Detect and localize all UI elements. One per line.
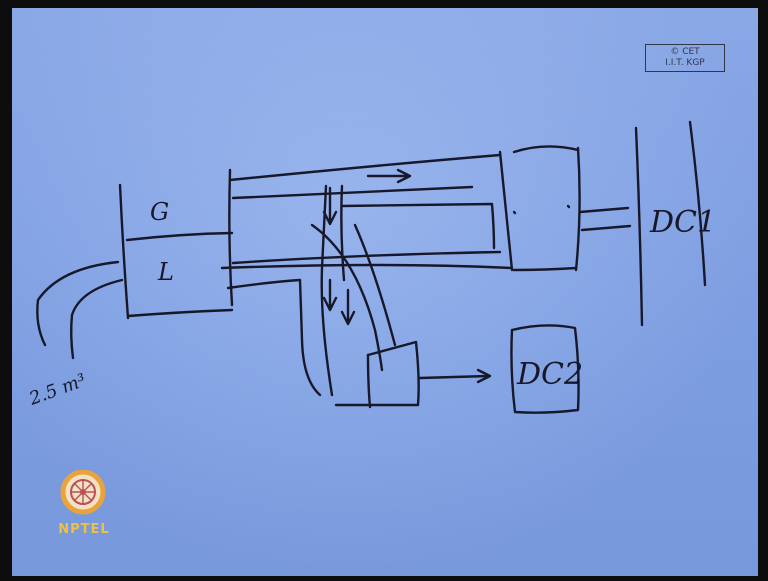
dc1-right-wall xyxy=(690,122,705,285)
flow-rate-label: 2.5 m³ xyxy=(26,370,89,410)
dc1-link-upper xyxy=(580,208,628,212)
dc2-feed-left xyxy=(368,355,370,407)
duct-upper xyxy=(342,204,494,248)
nptel-wheel-logo-icon xyxy=(50,470,130,550)
flow-arrow-dc2 xyxy=(420,370,490,382)
separator-left-wall xyxy=(120,185,128,318)
header-top xyxy=(230,155,500,180)
flow-arrow-upper xyxy=(368,170,410,182)
vessel-dot-2 xyxy=(568,206,569,207)
nptel-logo: NPTEL xyxy=(50,470,130,550)
gas-liquid-interface xyxy=(127,233,232,240)
vessel-top xyxy=(514,146,578,152)
dc1-left-wall xyxy=(636,128,642,325)
nptel-logo-text: NPTEL xyxy=(50,522,118,537)
inlet-pipe-lower xyxy=(71,280,122,358)
header-mid xyxy=(233,187,472,198)
vessel-dot-1 xyxy=(514,212,515,213)
arrow-down-3 xyxy=(342,290,354,324)
vessel-right-wall xyxy=(576,148,580,270)
liquid-phase-label: L xyxy=(157,258,174,286)
dc1-link-lower xyxy=(582,226,630,230)
dc2-feed-box xyxy=(336,342,419,405)
dc1-label: DC1 xyxy=(649,205,716,240)
separator-bottom xyxy=(128,310,232,316)
lower-pipe xyxy=(228,280,320,395)
manifold-wall xyxy=(229,170,232,305)
gas-phase-label: G xyxy=(150,198,169,226)
dc2-label: DC2 xyxy=(516,357,583,392)
vessel-bottom xyxy=(514,268,576,270)
header-right-end xyxy=(500,152,512,270)
duct-bottom xyxy=(222,265,512,268)
arrow-down-2 xyxy=(324,280,336,310)
